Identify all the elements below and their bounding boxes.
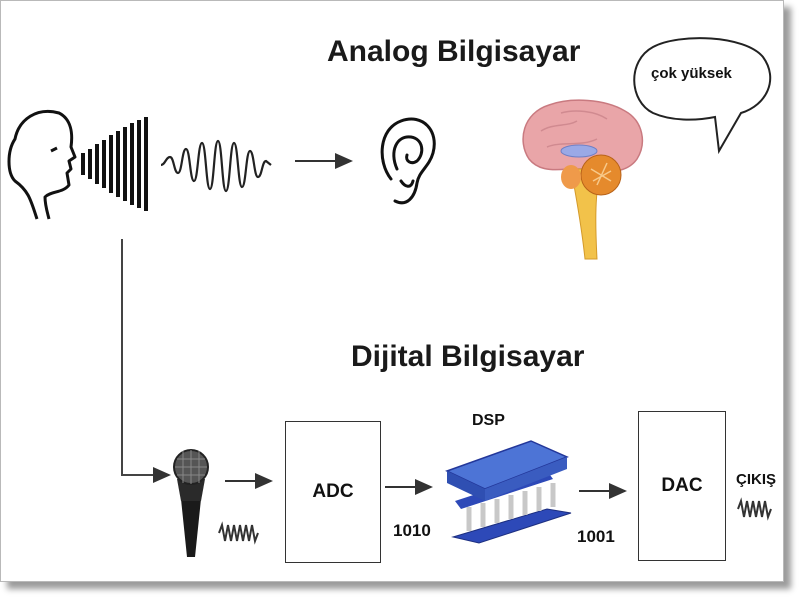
digital-computer-title: Dijital Bilgisayar (351, 340, 585, 373)
sound-wave-icon (81, 117, 148, 211)
adc-label: ADC (312, 481, 354, 502)
output-signal-wave (737, 497, 772, 521)
diagram-graphics (7, 37, 772, 557)
speech-bubble-text: çok yüksek (651, 65, 732, 82)
diagram-frame: Analog Bilgisayar Dijital Bilgisayar (0, 0, 784, 582)
speech-bubble (633, 37, 772, 155)
adc-block: ADC (285, 421, 381, 563)
head-speaking-icon (7, 110, 77, 220)
dac-label: DAC (661, 475, 703, 496)
microphone-icon (173, 449, 209, 557)
mic-signal-wave (218, 521, 259, 545)
signal-path-to-mic (121, 239, 171, 483)
dsp-output-bits: 1001 (577, 527, 615, 546)
output-label: ÇIKIŞ (736, 471, 777, 488)
dsp-label: DSP (472, 412, 505, 429)
adc-output-bits: 1010 (393, 521, 431, 540)
sine-wave-icon (160, 139, 272, 193)
dac-block: DAC (638, 411, 726, 561)
brain-icon (522, 99, 644, 260)
ear-icon (380, 117, 436, 205)
analog-computer-title: Analog Bilgisayar (327, 35, 581, 68)
chip-icon (445, 440, 572, 544)
